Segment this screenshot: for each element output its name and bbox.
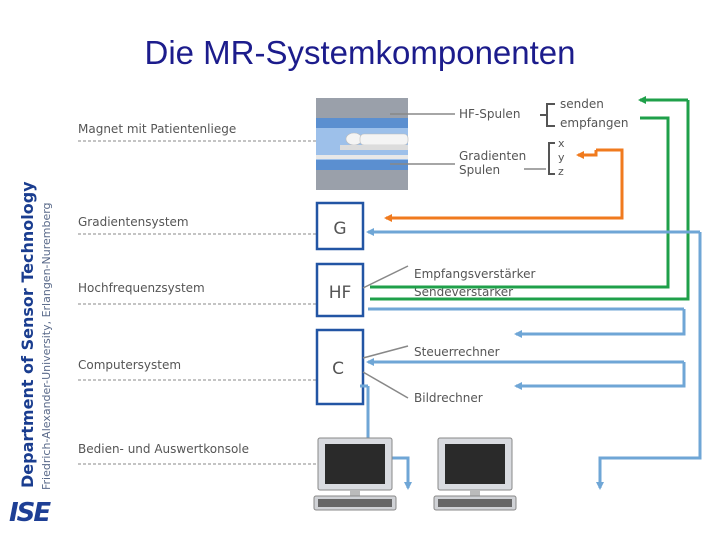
box-c: C: [315, 328, 365, 406]
row-label-gradient: Gradientensystem: [78, 215, 189, 229]
patient-table-icon: [340, 132, 409, 150]
gradient-signal-path: [384, 148, 624, 222]
workstation-right: [433, 437, 517, 511]
send-label: senden: [560, 97, 604, 111]
xyz-bracket: [548, 142, 555, 175]
magnet-icon: [316, 98, 409, 190]
axis-y-label: y: [558, 151, 565, 164]
axis-z-label: z: [558, 165, 564, 178]
send-receive-bracket: [540, 103, 555, 127]
box-g-label: G: [333, 219, 346, 239]
keyboard-icon: [313, 495, 397, 511]
rf-signal-paths: [370, 96, 690, 301]
hf-coils-label: HF-Spulen: [459, 107, 520, 121]
image-computer-label: Bildrechner: [414, 391, 483, 405]
row-label-console: Bedien- und Auswertkonsole: [78, 442, 249, 456]
axis-x-label: x: [558, 137, 565, 150]
row-label-computer: Computersystem: [78, 358, 181, 372]
row-label-rf: Hochfrequenzsystem: [78, 281, 205, 295]
keyboard-icon: [433, 495, 517, 511]
control-computer-label: Steuerrechner: [414, 345, 500, 359]
row-separators: [78, 140, 316, 465]
gradient-coils-label-2: Spulen: [459, 163, 500, 177]
data-signal-paths: [360, 228, 702, 490]
row-label-magnet: Magnet mit Patientenliege: [78, 122, 236, 136]
sidebar: Department of Sensor Technology Friedric…: [0, 0, 60, 540]
ise-logo: ISE: [9, 498, 51, 528]
monitor-icon: [437, 437, 513, 496]
box-hf: HF: [315, 262, 365, 318]
monitor-icon: [317, 437, 393, 496]
box-g: G: [315, 201, 365, 251]
box-hf-label: HF: [329, 283, 352, 303]
workstation-left: [313, 437, 397, 511]
rx-amp-label: Empfangsverstärker: [414, 267, 536, 281]
slide-title: Die MR-Systemkomponenten: [144, 34, 576, 71]
box-c-label: C: [332, 359, 344, 379]
gradient-coils-label-1: Gradienten: [459, 149, 526, 163]
receive-label: empfangen: [560, 116, 628, 130]
